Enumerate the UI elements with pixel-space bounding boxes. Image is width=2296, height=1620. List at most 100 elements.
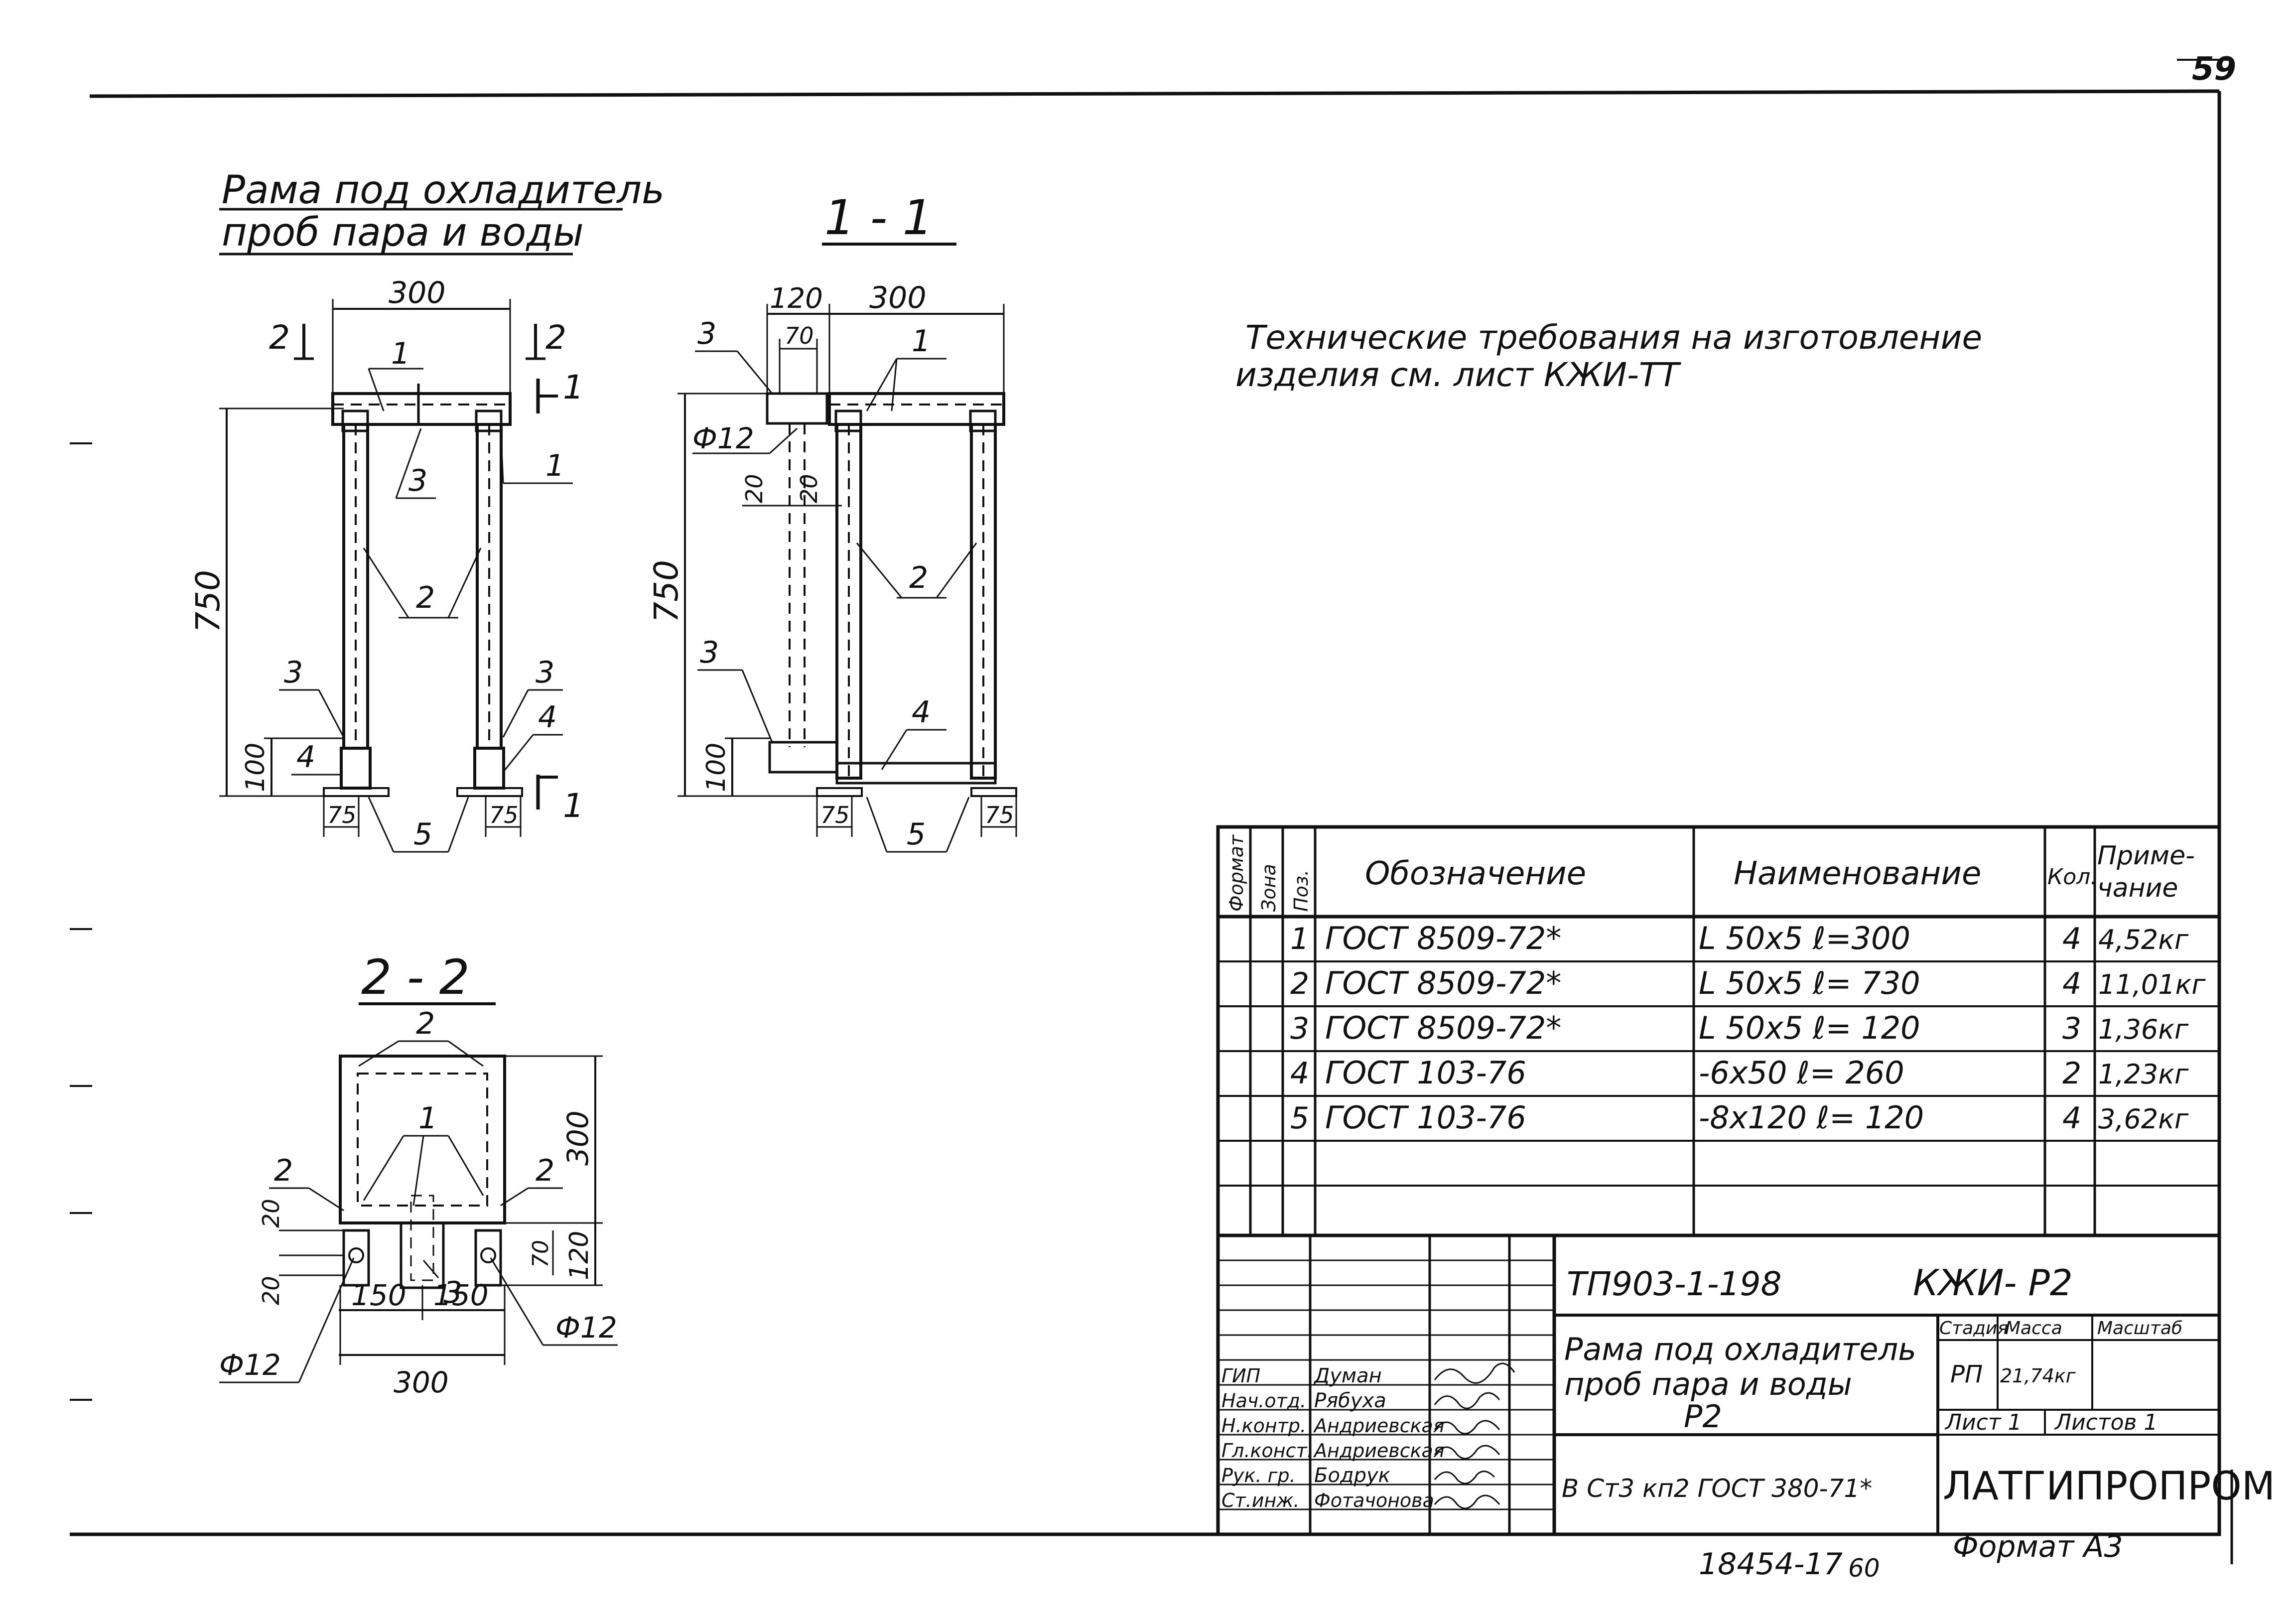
main-frame-view: 300 750 100 75 75 2 2 1 1 1 [189,275,584,853]
row-5-qty: 4 [2062,1101,2081,1136]
main-dim-100: 100 [241,743,270,792]
row-4-qty: 2 [2062,1056,2081,1091]
margin-ticks [70,442,92,1401]
s22-pos-3: 3 [443,1275,462,1310]
main-dim-750: 750 [189,570,227,633]
s11-pos-3-top: 3 [697,316,716,351]
s22-dim-120: 120 [564,1231,594,1280]
row-2-name: L 50x5 ℓ= 730 [1699,965,1920,1001]
s11-dim-phi12: Ф12 [692,421,754,455]
staff-role-5: Рук. гр. [1221,1465,1296,1486]
row-4-name: -6x50 ℓ= 260 [1699,1055,1904,1091]
drawing-title-3: Р2 [1684,1398,1722,1435]
section-2-2-view: 300 120 70 20 20 150 150 300 Ф12 Ф12 2 1… [219,1006,618,1399]
spec-header-note-1: Приме- [2097,841,2195,871]
archive-suffix: 60 [1848,1554,1880,1583]
row-4-designation: ГОСТ 103-76 [1325,1055,1526,1091]
spec-header-note-2: чание [2097,873,2178,903]
s22-pos-2-right: 2 [536,1153,554,1188]
main-cut-2-right: 2 [545,318,566,357]
s11-dim-300: 300 [869,280,927,315]
doc-number: ТП903-1-198 [1567,1265,1782,1303]
table-row: 3 ГОСТ 8509-72* L 50x5 ℓ= 120 3 1,36кг [1290,1010,2189,1046]
section-1-1-title: 1 - 1 [824,190,933,246]
page-number: 59 [2192,51,2236,88]
s22-pos-2-top: 2 [416,1006,435,1041]
main-pos-2: 2 [416,580,435,615]
mass-value: 21,74кг [2000,1365,2076,1387]
spec-header-format: Формат [1225,834,1247,912]
s11-dim-20-b: 20 [796,474,822,503]
main-pos-3-center: 3 [408,463,427,498]
section-2-2-title: 2 - 2 [361,949,470,1005]
row-2-note: 11,01кг [2098,969,2206,1000]
spec-header-qty: Кол. [2047,864,2097,890]
main-pos-4-left: 4 [296,740,315,775]
s22-dim-phi12-left: Ф12 [219,1348,281,1382]
doc-mark: КЖИ- Р2 [1913,1262,2073,1304]
staff-role-2: Нач.отд. [1221,1390,1306,1412]
main-dim-75-right: 75 [489,802,519,828]
format-label: Формат А3 [1953,1529,2123,1564]
table-row: 2 ГОСТ 8509-72* L 50x5 ℓ= 730 4 11,01кг [1290,965,2206,1001]
sheet-label: Лист 1 [1944,1410,2022,1435]
s22-dim-20-b: 20 [258,1276,284,1305]
main-dim-75-left: 75 [327,802,357,828]
row-3-designation: ГОСТ 8509-72* [1325,1010,1561,1046]
staff-role-4: Гл.конст. [1221,1440,1313,1462]
staff-name-3: Андриевская [1313,1415,1445,1437]
s11-pos-5: 5 [907,817,926,852]
main-pos-3-left: 3 [284,655,303,690]
row-2-qty: 4 [2062,966,2081,1001]
title-block: ТП903-1-198 КЖИ- Р2 Рама под охладитель … [1216,1233,2275,1536]
staff-name-2: Рябуха [1314,1389,1386,1412]
s11-pos-1: 1 [912,324,931,359]
row-3-name: L 50x5 ℓ= 120 [1699,1010,1920,1046]
note-line-1: Технические требования на изготовление [1245,318,1982,357]
row-5-name: -8x120 ℓ= 120 [1699,1099,1924,1136]
s22-dim-70: 70 [528,1240,553,1268]
staff-role-1: ГИП [1221,1365,1260,1387]
s22-pos-1: 1 [418,1101,437,1136]
row-1-pos: 1 [1290,922,1309,956]
s22-pos-2-left: 2 [274,1153,293,1188]
main-cut-1-bottom: 1 [563,787,584,825]
main-cut-1-top: 1 [563,368,584,406]
main-pos-3-right: 3 [536,655,554,690]
stage-label: Стадия [1939,1318,2008,1339]
s11-dim-100: 100 [701,743,731,792]
row-3-pos: 3 [1290,1011,1309,1046]
s11-pos-3-bottom: 3 [700,635,719,670]
main-title-line-2: проб пара и воды [222,210,584,255]
sheets-label: Листов 1 [2054,1410,2158,1435]
material: В Ст3 кп2 ГОСТ 380-71* [1562,1474,1872,1503]
row-1-note: 4,52кг [2098,924,2189,955]
main-dim-300: 300 [389,275,446,310]
staff-name-1: Думан [1313,1364,1382,1387]
s22-dim-150-b: 150 [433,1278,489,1312]
mass-label: Масса [2005,1318,2062,1339]
s11-dim-75-left: 75 [820,802,850,828]
row-5-pos: 5 [1290,1101,1309,1136]
table-row: 5 ГОСТ 103-76 -8x120 ℓ= 120 4 3,62кг [1290,1099,2189,1136]
drawing-title-2: проб пара и воды [1564,1366,1852,1402]
note-line-2: изделия см. лист КЖИ-ТТ [1235,356,1681,394]
s11-dim-75-right: 75 [985,802,1014,828]
main-pos-5: 5 [413,817,432,852]
spec-header-name: Наименование [1734,855,1981,892]
row-3-note: 1,36кг [2098,1014,2189,1045]
main-pos-1-right: 1 [545,448,564,483]
drawing-title-1: Рама под охладитель [1564,1331,1916,1367]
row-2-pos: 2 [1290,966,1309,1001]
s11-dim-20-a: 20 [741,474,768,503]
main-view-title: Рама под охладитель проб пара и воды [219,168,665,256]
s22-dim-300-right: 300 [561,1110,595,1166]
scale-label: Масштаб [2097,1318,2182,1339]
spec-header-pos: Поз. [1290,870,1312,912]
row-3-qty: 3 [2062,1011,2081,1046]
spec-table: Формат Зона Поз. Обозначение Наименовани… [1216,825,2221,1237]
row-5-designation: ГОСТ 103-76 [1325,1099,1526,1136]
s22-dim-150-a: 150 [351,1278,406,1312]
staff-role-6: Ст.инж. [1221,1489,1300,1511]
